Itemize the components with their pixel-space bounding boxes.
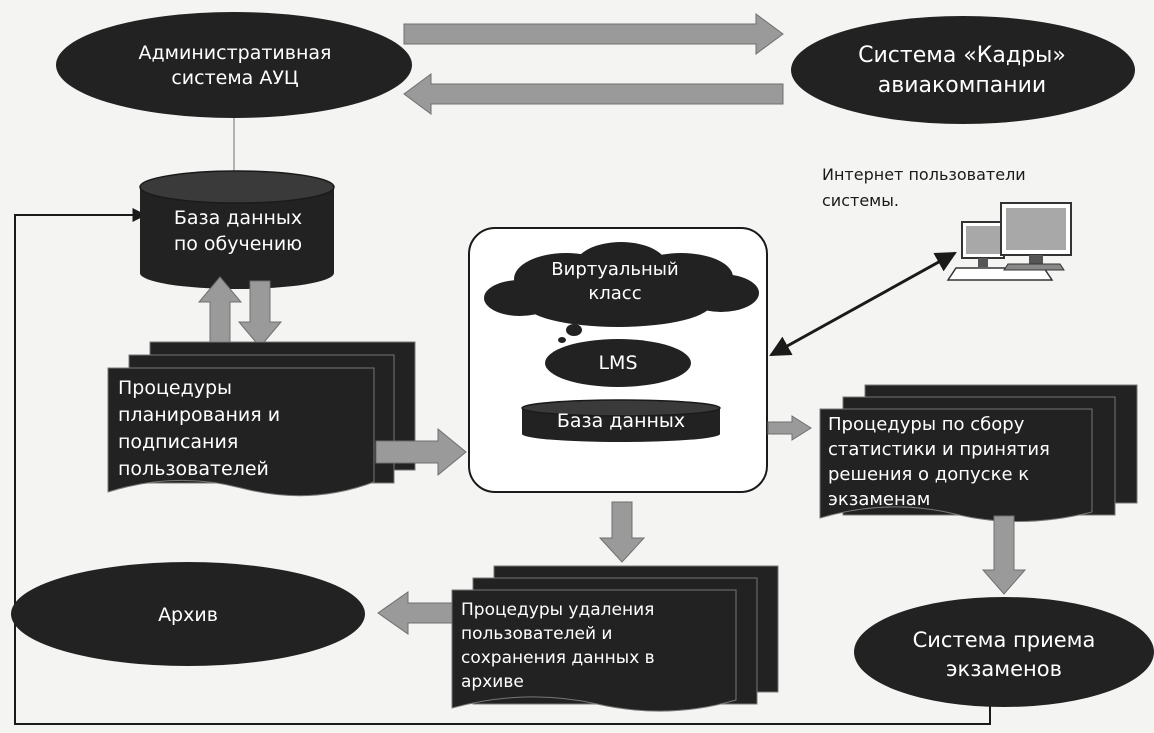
computer-monitors-icon [946, 202, 1072, 281]
arrow-removal-to-archive [377, 591, 453, 635]
archive-ellipse [11, 562, 365, 666]
arrow-class-to-removal [598, 501, 646, 563]
admin-system-ellipse [56, 12, 412, 118]
arrow-to-personnel [403, 13, 784, 55]
arrow-class-to-stats [767, 415, 812, 441]
arrow-to-admin [403, 73, 784, 115]
arrow-planning-to-class [375, 427, 467, 477]
removal-procedures-docs [451, 565, 779, 712]
training-db-cylinder [139, 170, 335, 289]
planning-procedures-docs [107, 341, 416, 497]
feedback-loop-line [14, 208, 991, 725]
exam-system-ellipse [854, 597, 1154, 707]
virtual-class-cloud [484, 242, 759, 343]
statistics-procedures-docs [819, 384, 1138, 522]
arrow-stats-to-exam [981, 515, 1027, 595]
arrow-db-down [237, 280, 283, 348]
personnel-system-ellipse [791, 16, 1135, 124]
inner-db-cylinder [521, 399, 721, 442]
arrow-class-internet [769, 251, 957, 357]
lms-ellipse [545, 339, 691, 387]
